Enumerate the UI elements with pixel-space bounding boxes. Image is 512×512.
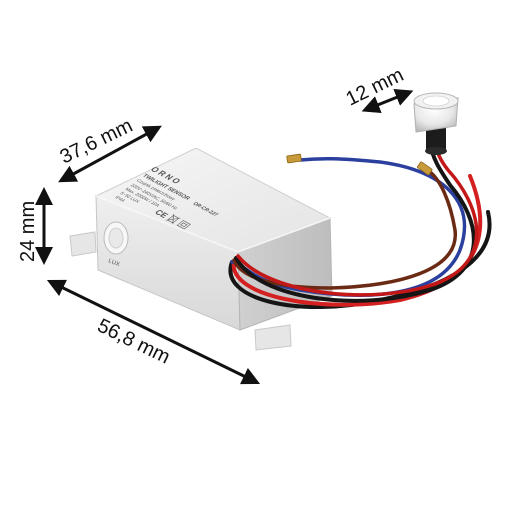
height-label: 24 mm bbox=[17, 201, 39, 262]
light-sensor-head bbox=[413, 92, 459, 155]
lux-label: LUX bbox=[107, 258, 120, 268]
sensor-diameter-label: 12 mm bbox=[343, 64, 408, 111]
length-arrow bbox=[46, 279, 261, 385]
depth-arrow bbox=[58, 125, 162, 183]
class2-icon bbox=[176, 220, 191, 230]
wire-black-sensor bbox=[234, 140, 476, 303]
ce-mark: CE bbox=[153, 208, 171, 220]
wires bbox=[228, 140, 492, 310]
spec-ip: IP44 bbox=[114, 195, 127, 203]
wire-red-sensor bbox=[236, 140, 479, 297]
lux-adjust-knob: LUX bbox=[103, 221, 129, 268]
sensor-diameter-arrow bbox=[361, 88, 414, 114]
weee-icon bbox=[165, 214, 181, 225]
wire-terminals bbox=[286, 153, 433, 176]
dimension-arrows bbox=[35, 88, 414, 385]
